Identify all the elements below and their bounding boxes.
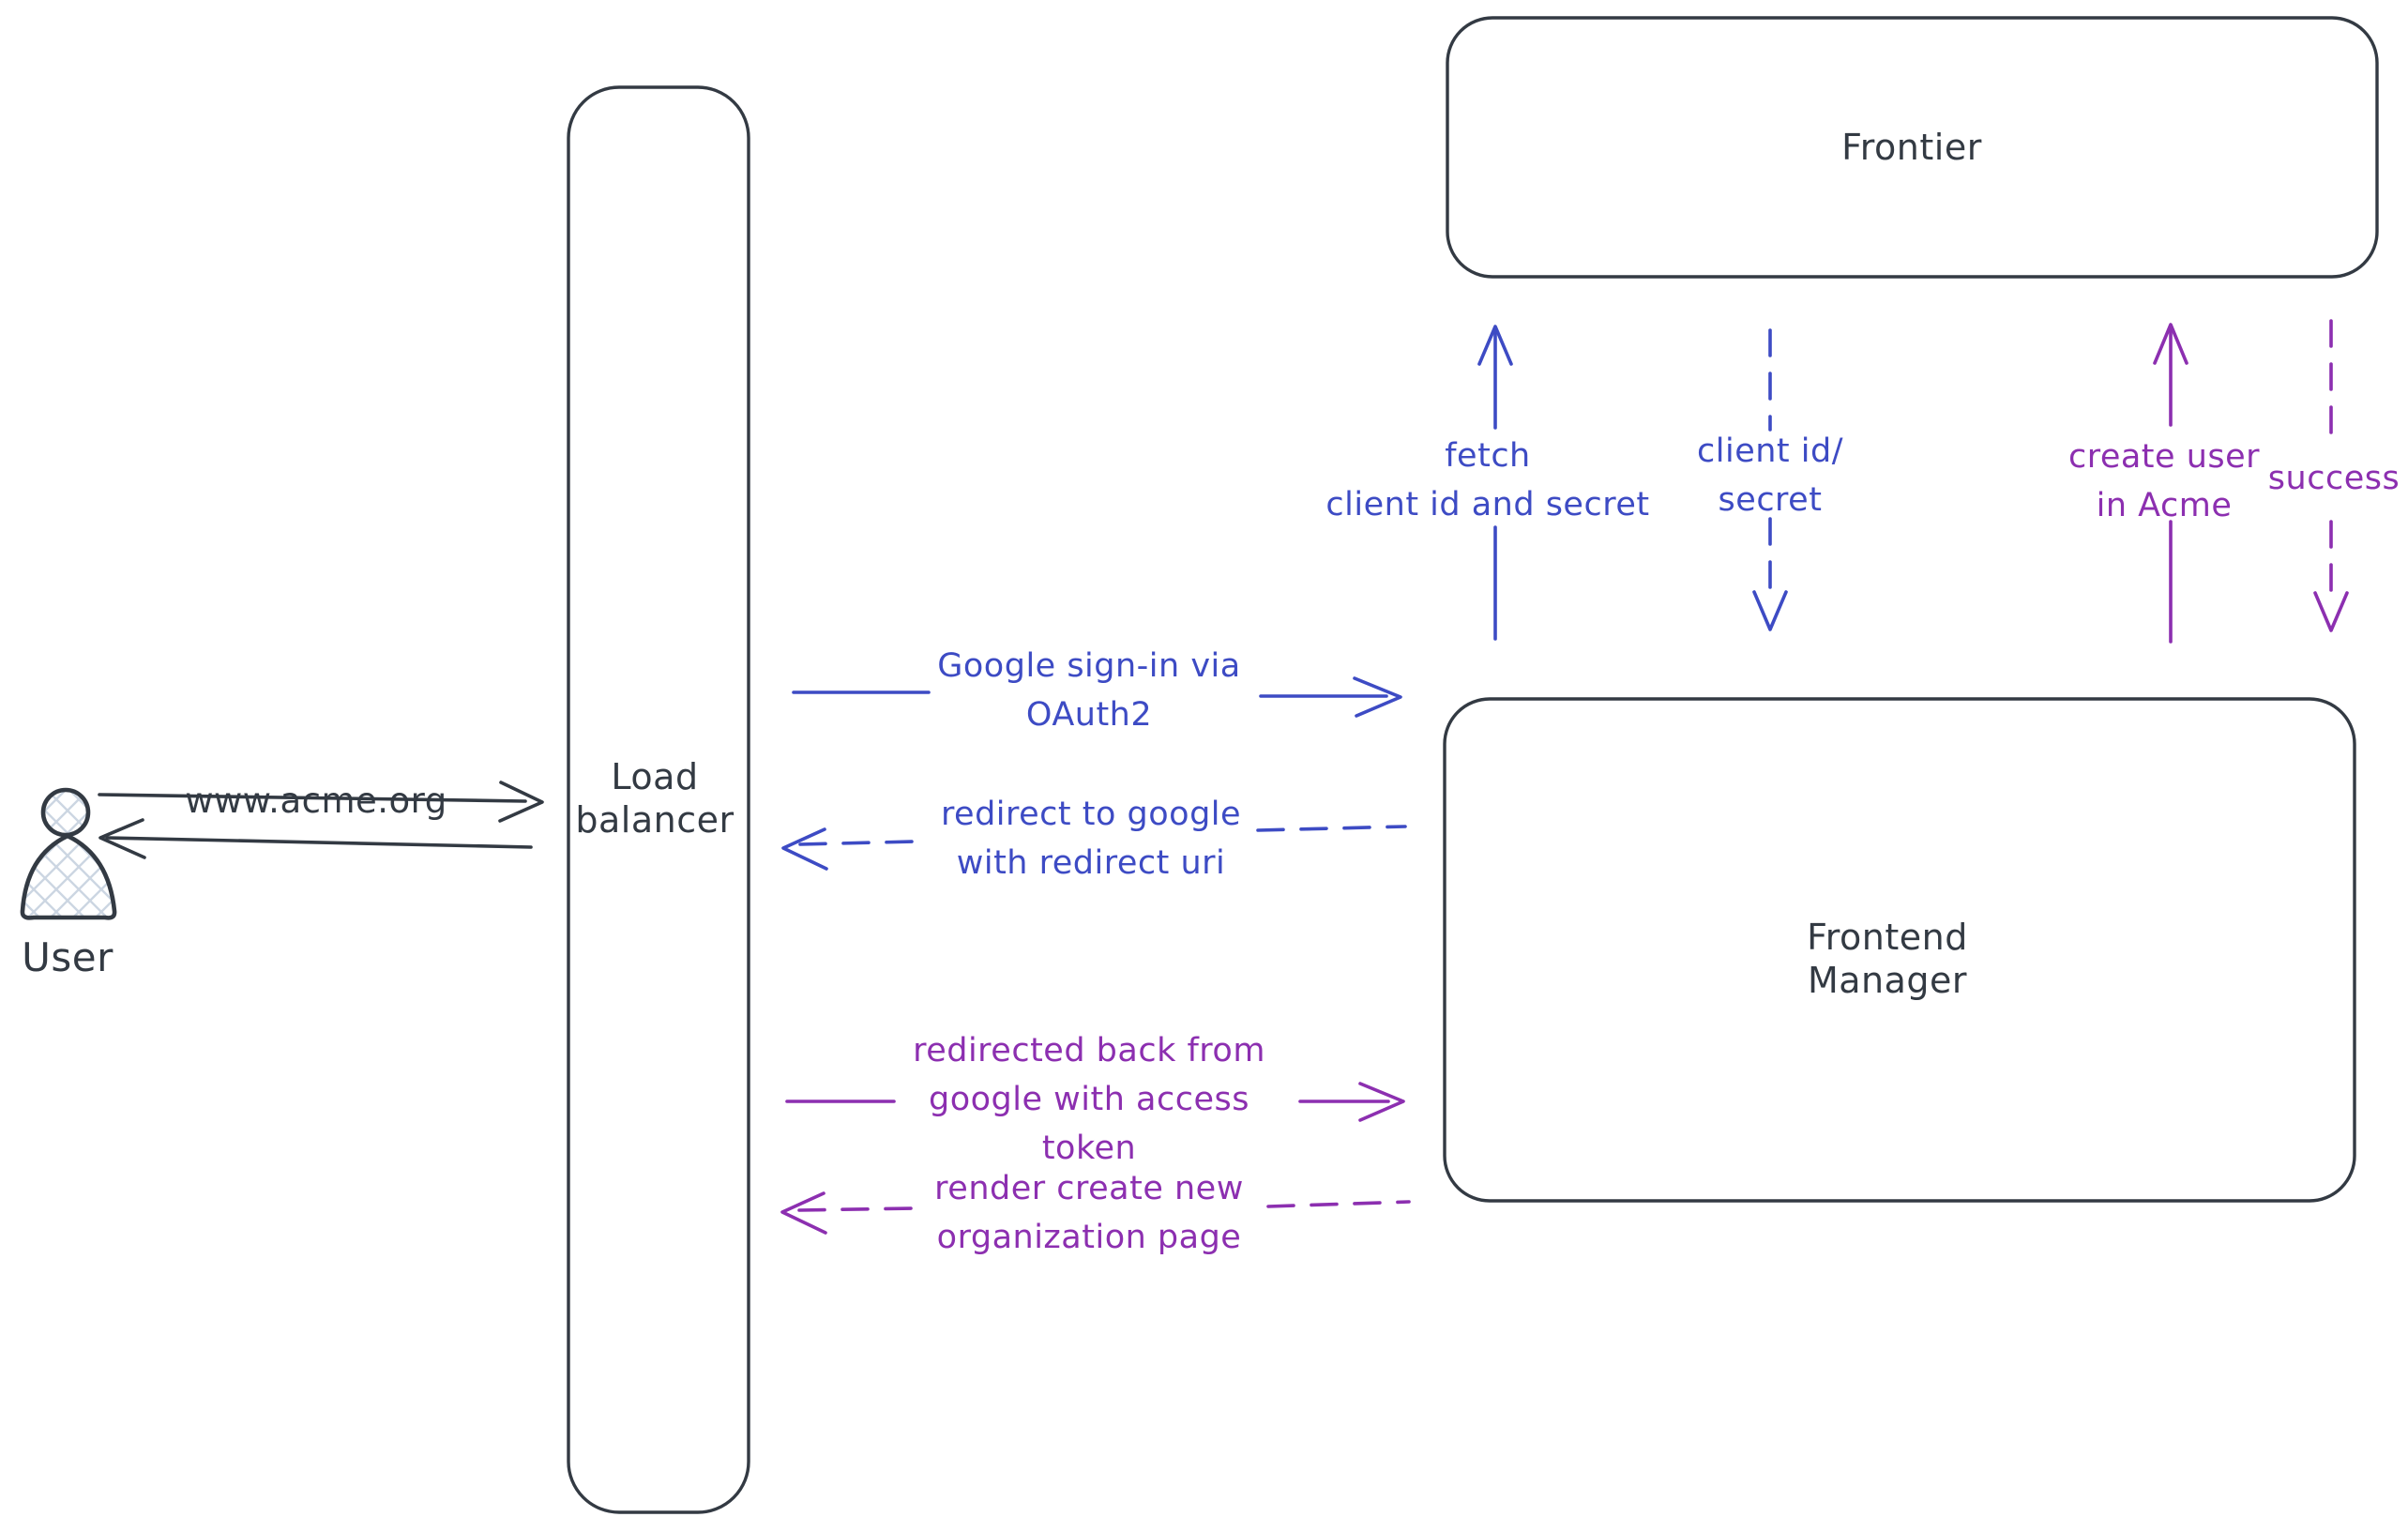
arrow-fetch-client-id bbox=[1477, 325, 1513, 641]
edge-label-client-id-secret: client id/ secret bbox=[1697, 432, 1843, 519]
edge-label-google-signin: Google sign-in via OAuth2 bbox=[937, 647, 1241, 734]
label-frontier: Frontier bbox=[1841, 127, 1982, 168]
arrow-redirected-back bbox=[785, 1082, 1405, 1122]
arrow-www-acme bbox=[98, 781, 544, 823]
arrow-google-signin bbox=[792, 676, 1402, 718]
arrow-client-id-secret bbox=[1752, 328, 1788, 631]
frontend-manager-box bbox=[1443, 697, 2356, 1203]
edge-label-create-user: create user in Acme bbox=[2067, 438, 2261, 524]
arrow-redirect-to-google bbox=[781, 825, 1407, 871]
label-user: User bbox=[22, 934, 114, 980]
label-load-balancer: Load balancer bbox=[575, 756, 735, 841]
label-frontend-manager: Frontend Manager bbox=[1807, 917, 1968, 1001]
frontier-box bbox=[1446, 16, 2379, 279]
arrow-success bbox=[2313, 319, 2349, 632]
arrow-create-user bbox=[2153, 323, 2188, 644]
arrow-render-org-page bbox=[780, 1191, 1411, 1235]
edge-label-redirected-back: redirected back from google with access … bbox=[913, 1032, 1265, 1167]
load-balancer-box bbox=[567, 85, 750, 1514]
edge-label-fetch-client-id: fetch client id and secret bbox=[1325, 437, 1650, 523]
edge-label-render-org-page: render create new organization page bbox=[934, 1170, 1244, 1256]
edge-label-www-acme: www.acme.org bbox=[185, 781, 447, 821]
edge-label-success: success bbox=[2267, 460, 2400, 497]
user-actor-icon bbox=[20, 787, 117, 920]
arrow-lb-to-user bbox=[98, 818, 533, 859]
edge-label-redirect-to-google: redirect to google with redirect uri bbox=[940, 796, 1242, 882]
